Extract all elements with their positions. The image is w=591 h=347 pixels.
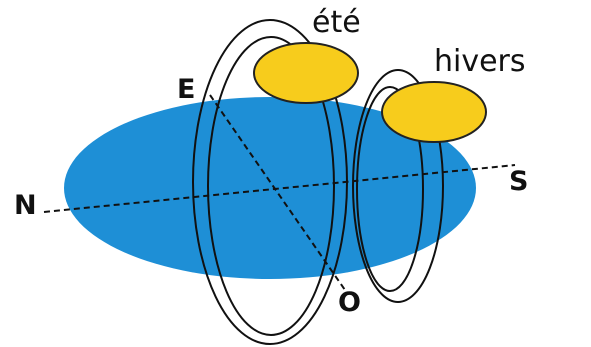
winter-label: hivers [434,44,526,79]
west-label: O [338,287,361,318]
winter-sun-icon [382,82,486,142]
summer-label: été [312,5,361,40]
north-label: N [14,190,37,221]
south-label: S [509,166,528,197]
east-label: E [177,74,195,105]
summer-sun-icon [254,43,358,103]
